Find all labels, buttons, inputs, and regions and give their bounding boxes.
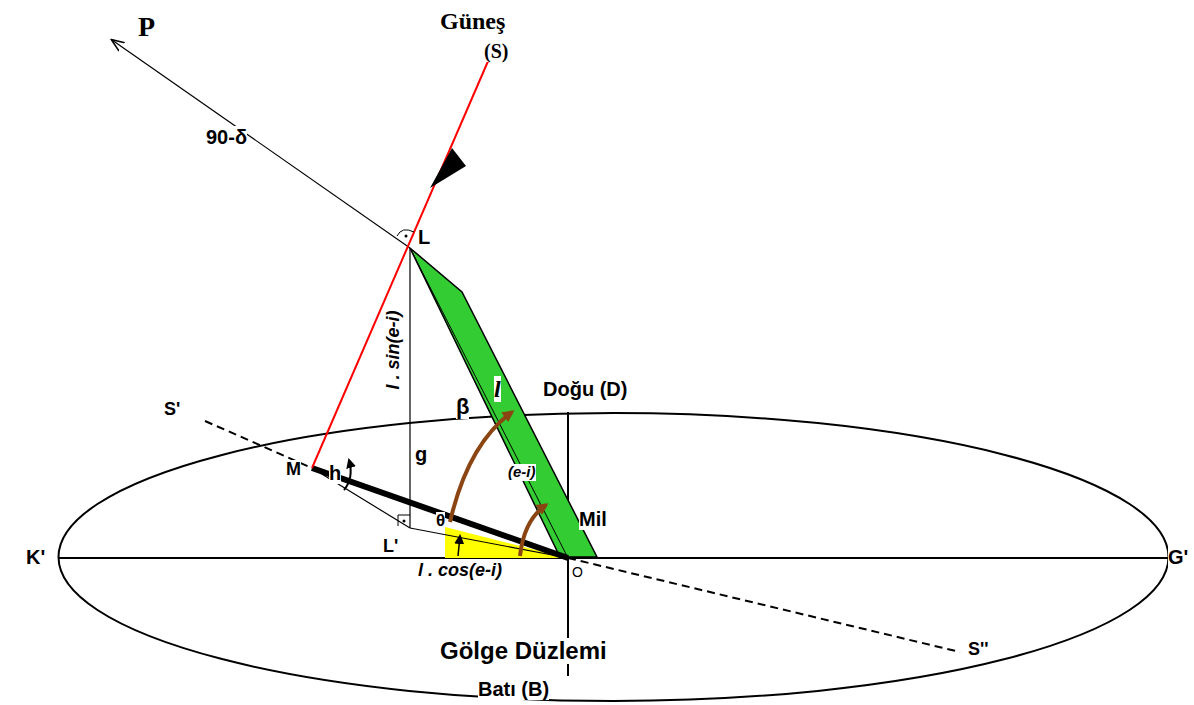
angle-label: h — [329, 462, 341, 484]
point-label: O — [572, 565, 583, 580]
angle-label: 90-δ — [206, 126, 247, 148]
point-label: K' — [26, 546, 45, 568]
point-label: L — [418, 226, 430, 248]
angle-label: β — [456, 395, 469, 419]
sun-symbol: (S) — [484, 40, 508, 62]
direction-label: Batı (B) — [478, 678, 549, 700]
point-label: S' — [164, 400, 180, 420]
length-label: l . sin(e-i) — [384, 310, 404, 389]
sun-label: Güneş — [440, 8, 505, 34]
length-label: g — [415, 443, 427, 465]
angle-label: (e-i) — [508, 464, 536, 481]
axis-label: P — [138, 12, 155, 43]
point-label: S'' — [968, 640, 989, 660]
direction-label: Doğu (D) — [543, 378, 627, 400]
angle-label: θ — [436, 512, 445, 531]
length-label: l . cos(e-i) — [418, 561, 502, 581]
plane-title: Gölge Düzlemi — [440, 638, 607, 664]
point-label: G' — [1168, 546, 1188, 568]
axis-label: Mil — [579, 508, 607, 530]
point-label: M — [286, 460, 301, 480]
point-label: L' — [383, 537, 398, 557]
length-label: l — [494, 376, 501, 402]
